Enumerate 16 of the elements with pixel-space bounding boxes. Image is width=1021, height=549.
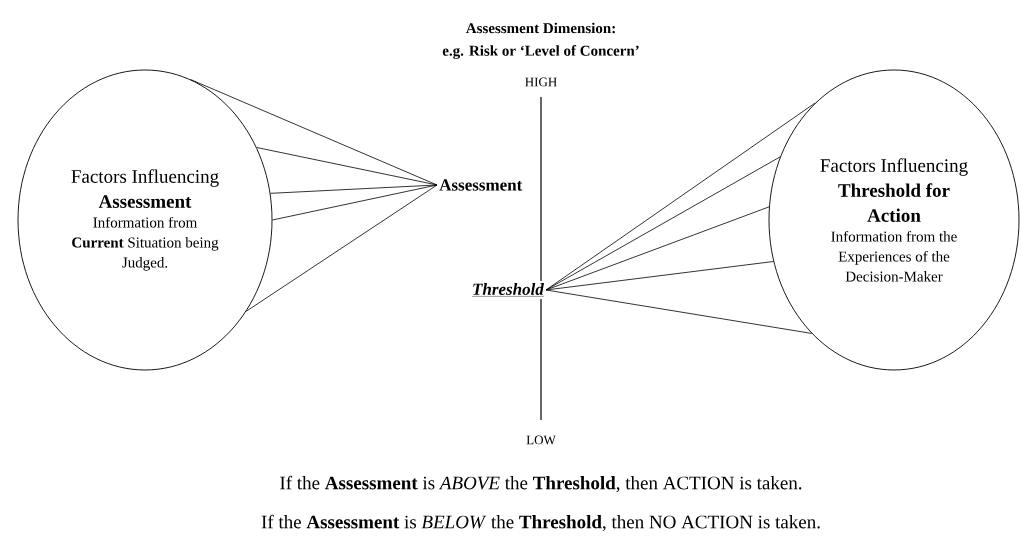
axis-title: Assessment Dimension: xyxy=(465,22,615,34)
connector-line xyxy=(545,156,781,291)
rule-sentence: If the Assessment is BELOW the Threshold, then NO ACTION is taken. xyxy=(261,514,820,532)
axis-title: e.g. Risk or ‘Level of Concern’ xyxy=(442,45,639,59)
connector-line xyxy=(545,289,812,334)
connector-line xyxy=(270,184,438,194)
axis-end-label: LOW xyxy=(526,435,556,445)
axis-end-label: HIGH xyxy=(525,77,557,87)
connector-line xyxy=(272,184,438,221)
connector-line xyxy=(545,206,770,291)
rule-sentence: If the Assessment is ABOVE the Threshold, then ACTION is taken. xyxy=(280,475,802,493)
connector-line xyxy=(545,102,816,291)
axis-marker: Assessment xyxy=(437,177,525,193)
connector-line xyxy=(190,79,438,186)
connector-line xyxy=(245,184,438,312)
connector-line xyxy=(545,261,774,291)
